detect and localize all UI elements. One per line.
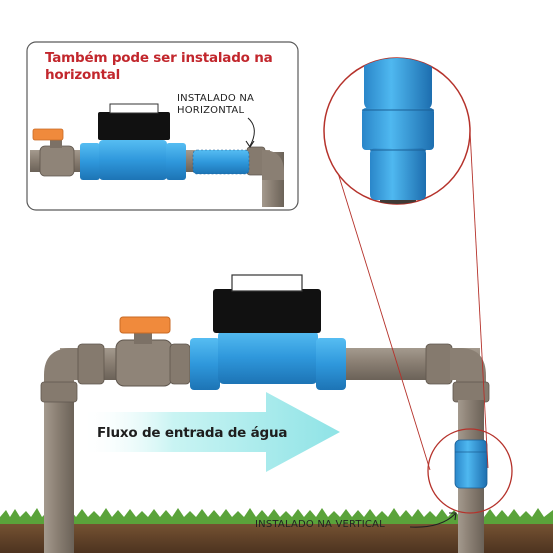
- flow-arrow-shape: [84, 392, 340, 472]
- meter-flange-right: [316, 338, 346, 390]
- callout-line-right: [469, 130, 489, 469]
- zoom-valve-upper: [364, 58, 432, 111]
- inset-meter-top: [109, 103, 159, 114]
- vertical-note: INSTALADO NA VERTICAL: [255, 519, 385, 530]
- inset-meter-flange-right: [166, 143, 186, 180]
- inset-valve-stem: [50, 138, 62, 148]
- flow-arrow: [84, 392, 340, 472]
- water-meter-cap: [231, 274, 303, 292]
- inset-note: INSTALADO NA HORIZONTAL: [177, 93, 255, 116]
- vertical-note-arrow: [409, 513, 456, 528]
- callout-small-circle: [427, 428, 513, 514]
- right-coupling: [425, 343, 453, 385]
- inset-valve: [39, 145, 75, 177]
- inset-note-arrow: [247, 117, 255, 147]
- grass: [0, 508, 553, 524]
- horizontal-inset: [26, 41, 299, 211]
- zoom-callout: [323, 57, 513, 514]
- valve-coupling: [169, 343, 191, 385]
- gate-valve-handle: [119, 316, 171, 334]
- zoomed-check-valve: [362, 58, 434, 204]
- zoom-valve-middle: [362, 108, 434, 150]
- water-meter-head: [213, 289, 321, 333]
- left-coupling: [77, 343, 105, 385]
- water-meter-body: [218, 330, 318, 384]
- meter-flange-left: [190, 338, 220, 390]
- inset-meter-body: [99, 140, 167, 180]
- callout-line-left: [324, 130, 431, 471]
- flow-label: Fluxo de entrada de água: [97, 425, 288, 441]
- inset-meter-flange-left: [80, 143, 100, 180]
- left-riser: [44, 385, 74, 553]
- left-elbow-collar: [40, 381, 78, 403]
- inset-meter-head: [98, 112, 170, 140]
- inset-check-valve: [193, 150, 249, 174]
- inset-elbow: [262, 150, 284, 180]
- gate-valve-body: [115, 339, 173, 387]
- inset-valve-handle: [32, 128, 64, 141]
- main-pipe-assembly: [40, 274, 490, 553]
- zoom-valve-lower: [370, 148, 426, 200]
- inset-title: Também pode ser instalado na horizontal: [45, 50, 273, 83]
- vertical-check-valve: [454, 439, 488, 489]
